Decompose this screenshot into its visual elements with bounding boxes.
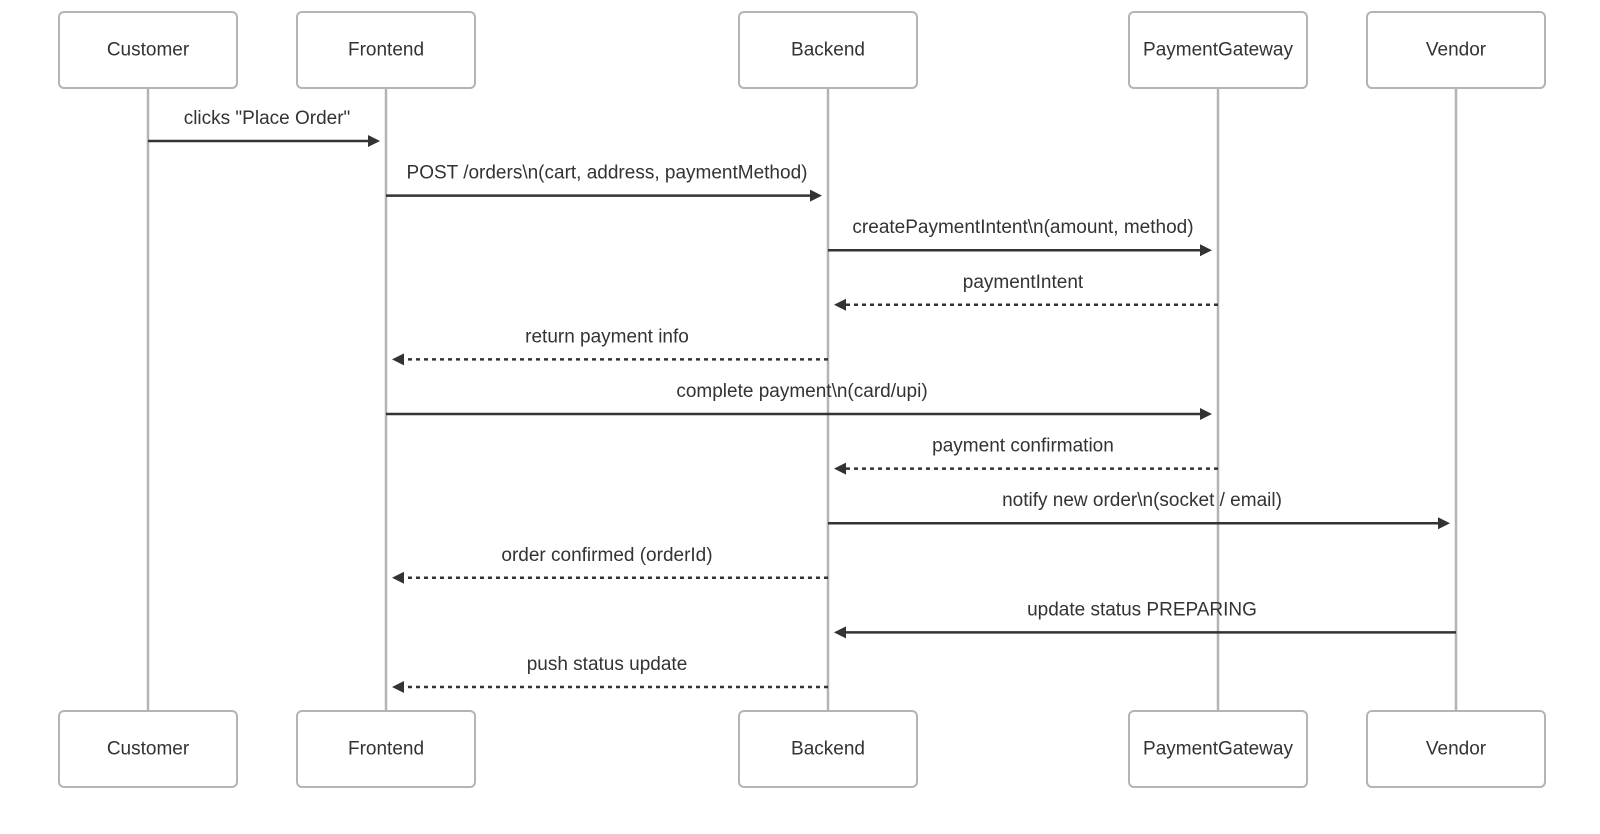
actor-label: Vendor: [1426, 739, 1487, 760]
actor-box: [296, 710, 476, 788]
message-5: return payment info: [392, 326, 828, 366]
actor-backend-top: Backend: [738, 11, 918, 89]
actor-box: [1366, 710, 1546, 788]
arrowhead-icon: [1200, 408, 1212, 420]
message-label: createPaymentIntent\n(amount, method): [852, 217, 1193, 238]
message-10: update status PREPARING: [834, 599, 1456, 639]
actor-label: Frontend: [348, 40, 424, 61]
message-label: notify new order\n(socket / email): [1002, 490, 1282, 511]
actor-label: PaymentGateway: [1143, 40, 1293, 61]
actor-paymentgateway-top: PaymentGateway: [1128, 11, 1308, 89]
message-label: payment confirmation: [932, 436, 1114, 457]
arrowhead-icon: [392, 353, 404, 366]
actor-box: [296, 11, 476, 89]
arrowhead-icon: [392, 681, 404, 693]
message-label: push status update: [527, 654, 688, 675]
arrowhead-icon: [834, 626, 846, 639]
message-label: update status PREPARING: [1027, 599, 1257, 620]
arrowhead-icon: [1438, 517, 1450, 530]
actor-customer-bottom: Customer: [58, 710, 238, 788]
actor-label: Backend: [791, 739, 865, 760]
actor-box: [58, 710, 238, 788]
message-6: complete payment\n(card/upi): [386, 381, 1212, 420]
actor-label: Customer: [107, 739, 190, 760]
arrowhead-icon: [368, 135, 380, 147]
actor-label: PaymentGateway: [1143, 739, 1293, 760]
lifelines: [146, 88, 1458, 711]
actor-label: Customer: [107, 40, 190, 61]
actor-box: [1366, 11, 1546, 89]
message-label: order confirmed (orderId): [501, 545, 712, 566]
message-8: notify new order\n(socket / email): [828, 490, 1450, 530]
message-label: return payment info: [525, 326, 689, 347]
actor-box: [1128, 710, 1308, 788]
actor-paymentgateway-bottom: PaymentGateway: [1128, 710, 1308, 788]
message-11: push status update: [392, 654, 828, 693]
actor-box: [738, 11, 918, 89]
message-9: order confirmed (orderId): [392, 545, 828, 584]
actor-label: Vendor: [1426, 40, 1487, 61]
actor-frontend-bottom: Frontend: [296, 710, 476, 788]
actor-label: Backend: [791, 40, 865, 61]
actors-top: Customer Frontend Backend PaymentGateway Ven…: [58, 11, 1546, 89]
message-3: createPaymentIntent\n(amount, method): [828, 217, 1212, 257]
arrowhead-icon: [834, 298, 846, 311]
message-label: clicks "Place Order": [184, 108, 351, 129]
message-label: complete payment\n(card/upi): [676, 381, 927, 402]
actor-vendor-top: Vendor: [1366, 11, 1546, 89]
actor-frontend-top: Frontend: [296, 11, 476, 89]
actor-vendor-bottom: Vendor: [1366, 710, 1546, 788]
message-label: paymentIntent: [963, 272, 1084, 293]
message-4: paymentIntent: [834, 272, 1218, 311]
message-7: payment confirmation: [834, 436, 1218, 475]
message-1: clicks "Place Order": [148, 108, 380, 147]
arrowhead-icon: [810, 189, 822, 202]
message-label: POST /orders\n(cart, address, paymentMet…: [407, 163, 808, 184]
arrowhead-icon: [834, 462, 846, 475]
actor-backend-bottom: Backend: [738, 710, 918, 788]
arrowhead-icon: [1200, 244, 1212, 257]
actors-bottom: Customer Frontend Backend PaymentGateway Ven…: [58, 710, 1546, 788]
arrowhead-icon: [392, 571, 404, 584]
actor-box: [58, 11, 238, 89]
actor-customer-top: Customer: [58, 11, 238, 89]
messages: clicks "Place Order" POST /orders\n(cart,…: [148, 108, 1456, 693]
actor-box: [738, 710, 918, 788]
actor-label: Frontend: [348, 739, 424, 760]
message-2: POST /orders\n(cart, address, paymentMet…: [386, 163, 822, 202]
actor-box: [1128, 11, 1308, 89]
